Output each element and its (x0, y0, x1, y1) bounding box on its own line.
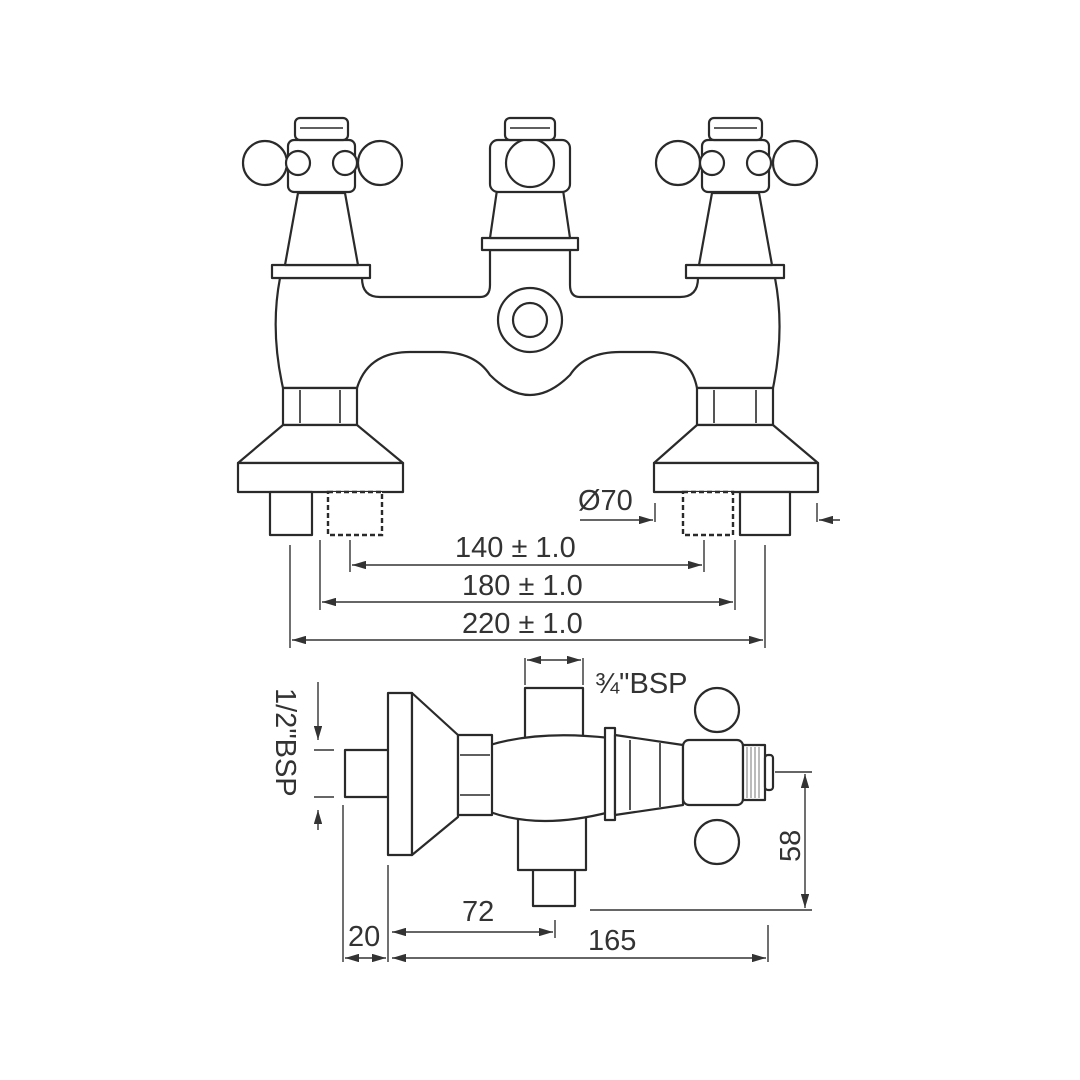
depth-72-label: 72 (462, 896, 494, 928)
handle-ball-icon (654, 139, 702, 187)
inlet-thread-label: 1/2"BSP (269, 688, 301, 797)
front-elevation: Ø70 140 ± 1.0 180 ± 1.0 220 ± 1.0 (236, 116, 840, 648)
front-dimensions: Ø70 140 ± 1.0 180 ± 1.0 220 ± 1.0 (289, 485, 840, 648)
spacing-220-label: 220 ± 1.0 (462, 608, 583, 640)
left-inlet (236, 386, 405, 537)
spacing-140-label: 140 ± 1.0 (455, 532, 576, 564)
right-valve-head (654, 116, 819, 280)
handle-ball-icon (241, 139, 289, 187)
side-elevation: ¾"BSP 1/2"BSP 20 72 165 58 (269, 655, 812, 963)
height-58-label: 58 (775, 830, 807, 862)
spacing-180-label: 180 ± 1.0 (462, 570, 583, 602)
depth-165-label: 165 (588, 925, 636, 957)
outlet-thread-label: ¾"BSP (595, 668, 688, 700)
right-inlet (652, 386, 820, 537)
side-dimensions: ¾"BSP 1/2"BSP 20 72 165 58 (269, 655, 812, 963)
handle-ball-icon (356, 139, 404, 187)
center-diverter-head (480, 116, 580, 252)
left-valve-head (241, 116, 404, 280)
handle-ball-icon (693, 818, 741, 866)
lower-pipe (531, 866, 577, 908)
side-body (488, 734, 612, 823)
depth-20-label: 20 (348, 921, 380, 953)
outlet-pipe (523, 686, 585, 740)
inlet-pipe (343, 748, 392, 799)
handle-ball-icon (771, 139, 819, 187)
outlet-bore (511, 301, 549, 339)
diameter-label: Ø70 (578, 485, 633, 517)
handle-ball-icon (693, 686, 741, 734)
